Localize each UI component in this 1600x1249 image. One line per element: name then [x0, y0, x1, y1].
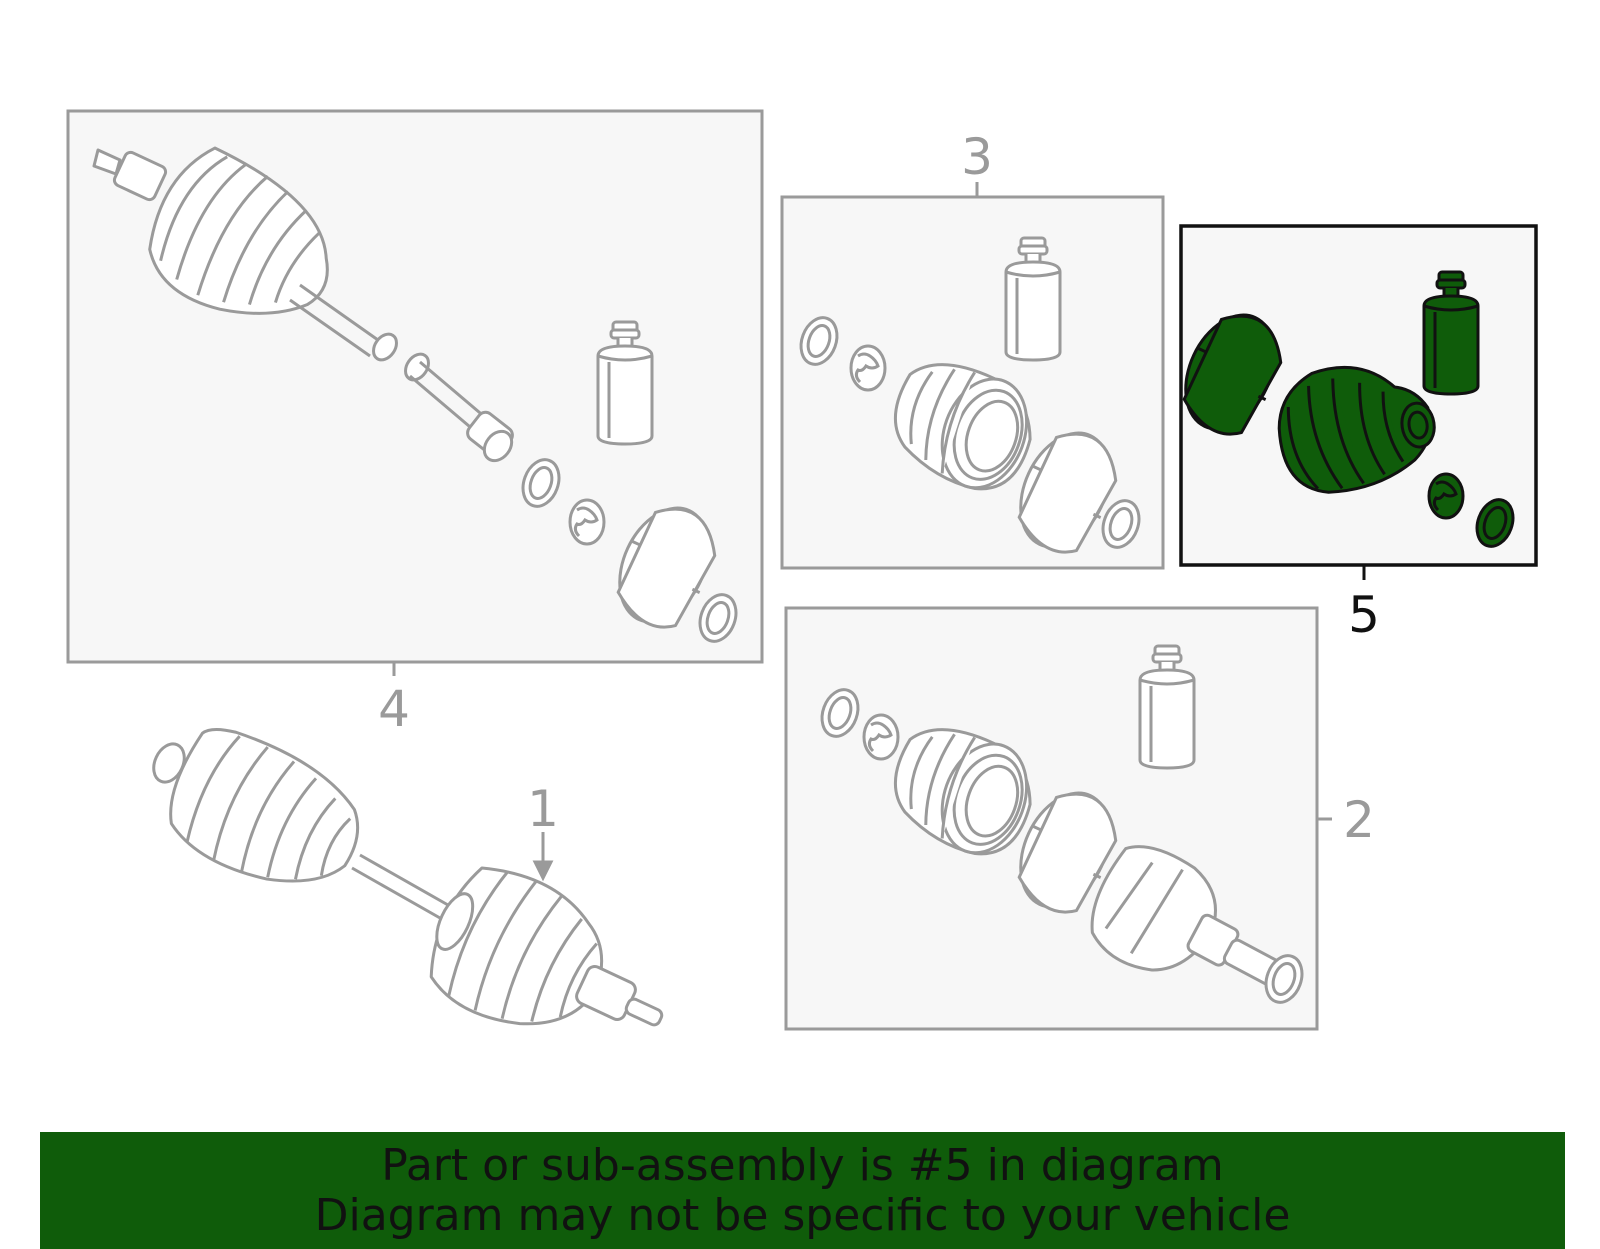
callout-number-4: 4 [378, 680, 410, 738]
axle-shaft-drawing-4 [92, 146, 514, 463]
callout-number-5: 5 [1348, 586, 1380, 644]
callout-number-3: 3 [961, 128, 993, 186]
parts-3 [793, 311, 1147, 565]
info-banner: Part or sub-assembly is #5 in diagram Di… [40, 1132, 1565, 1249]
banner-line-1: Part or sub-assembly is #5 in diagram [381, 1139, 1224, 1191]
cv-boot-kit-5 [1166, 299, 1521, 553]
callout-number-1: 1 [527, 780, 559, 838]
callout-arrow-1 [532, 832, 554, 882]
axle-assembly-drawing-1 [152, 727, 664, 1027]
banner-background [40, 1132, 1565, 1249]
parts-2 [814, 683, 1310, 1009]
banner-line-2: Diagram may not be specific to your vehi… [314, 1189, 1291, 1241]
callout-number-2: 2 [1343, 791, 1375, 849]
